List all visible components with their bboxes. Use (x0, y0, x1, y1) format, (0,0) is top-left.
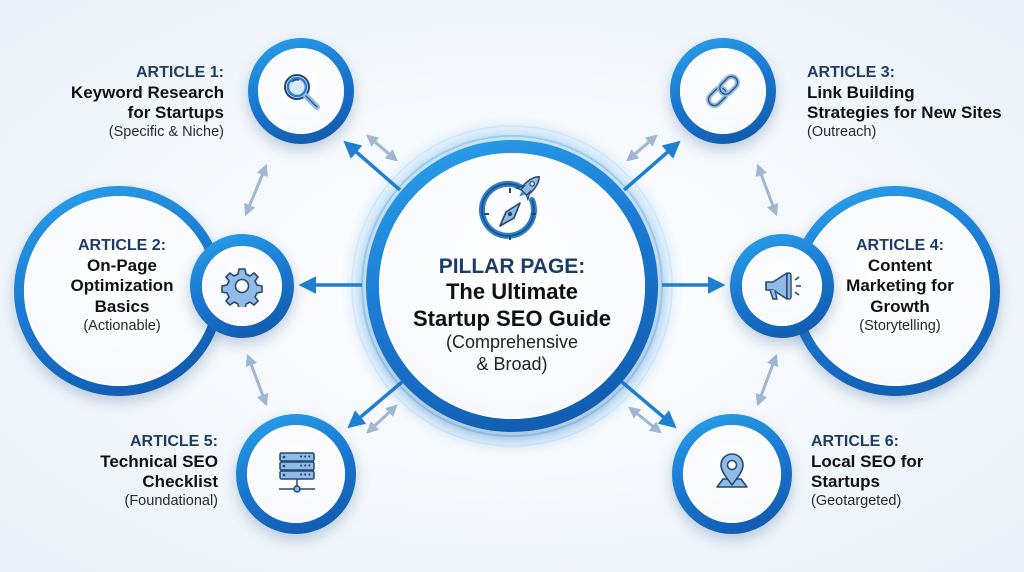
pillar-kicker: PILLAR PAGE: (438, 255, 586, 278)
article-5-label: ARTICLE 5: Technical SEO Checklist (Foun… (18, 432, 218, 511)
article-3-sub: (Outreach) (807, 123, 877, 140)
map-pin-icon (700, 442, 764, 506)
article-3-label: ARTICLE 3: Link Building Strategies for … (807, 63, 1022, 142)
article-4-kicker: ARTICLE 4: (856, 237, 944, 254)
pillar-sub-line2: & Broad) (476, 353, 548, 374)
magnifier-icon (272, 62, 330, 120)
arrow-to-article-3 (622, 140, 681, 192)
server-icon: ••• ••• ••• (264, 442, 328, 506)
article-1-label: ARTICLE 1: Keyword Research for Startups… (0, 63, 224, 142)
pillar-sub-line1: (Comprehensive (445, 331, 579, 352)
article-1-sub: (Specific & Niche) (108, 123, 224, 140)
pillar-label: PILLAR PAGE: The Ultimate Startup SEO Gu… (402, 254, 622, 375)
article-4-sub: (Storytelling) (859, 317, 941, 334)
article-6-title-line1: Local SEO for (811, 451, 924, 471)
article-6-sub: (Geotargeted) (811, 492, 902, 509)
article-2-sub: (Actionable) (83, 317, 161, 334)
arrow-to-article-5 (347, 380, 404, 429)
article-6-label: ARTICLE 6: Local SEO for Startups (Geota… (811, 432, 1011, 511)
article-1-title-line1: Keyword Research (70, 82, 224, 102)
article-4-title-line2: Marketing for (846, 276, 954, 296)
article-3-title-line2: Strategies for New Sites (807, 103, 1002, 123)
svg-text:•••: ••• (299, 462, 311, 470)
gear-icon (214, 258, 270, 314)
rocket-compass-icon (468, 168, 556, 256)
arrow-to-article-6 (620, 380, 677, 429)
article-2-kicker: ARTICLE 2: (78, 237, 166, 254)
article-1-kicker: ARTICLE 1: (136, 64, 224, 81)
article-3-kicker: ARTICLE 3: (807, 64, 895, 81)
article-4-text-circle[interactable] (790, 186, 1000, 396)
article-2-title-line1: On-Page (87, 255, 157, 275)
article-5-title-line2: Checklist (142, 472, 218, 492)
article-3-title-line1: Link Building (807, 82, 915, 102)
article-2-label: ARTICLE 2: On-Page Optimization Basics (… (52, 236, 192, 335)
pillar-circle[interactable] (366, 140, 658, 432)
pillar-title-line2: Startup SEO Guide (412, 305, 612, 331)
article-4-label: ARTICLE 4: Content Marketing for Growth … (830, 236, 970, 335)
article-2-title-line3: Basics (94, 296, 150, 316)
chain-link-icon (694, 62, 752, 120)
article-6-title-line2: Startups (811, 472, 880, 492)
pillar-title-line1: The Ultimate (445, 279, 579, 305)
article-5-title-line1: Technical SEO (100, 451, 218, 471)
article-1-title-line2: for Startups (127, 103, 224, 123)
article-5-kicker: ARTICLE 5: (130, 433, 218, 450)
article-6-kicker: ARTICLE 6: (811, 433, 899, 450)
svg-text:•••: ••• (299, 453, 311, 461)
article-2-title-line2: Optimization (70, 276, 174, 296)
arrow-to-article-1 (343, 140, 402, 192)
article-5-sub: (Foundational) (124, 492, 219, 509)
article-4-title-line3: Growth (870, 296, 930, 316)
article-4-title-line1: Content (867, 255, 933, 275)
article-2-text-circle[interactable] (14, 186, 224, 396)
svg-text:•••: ••• (299, 471, 311, 479)
megaphone-icon (754, 258, 810, 314)
